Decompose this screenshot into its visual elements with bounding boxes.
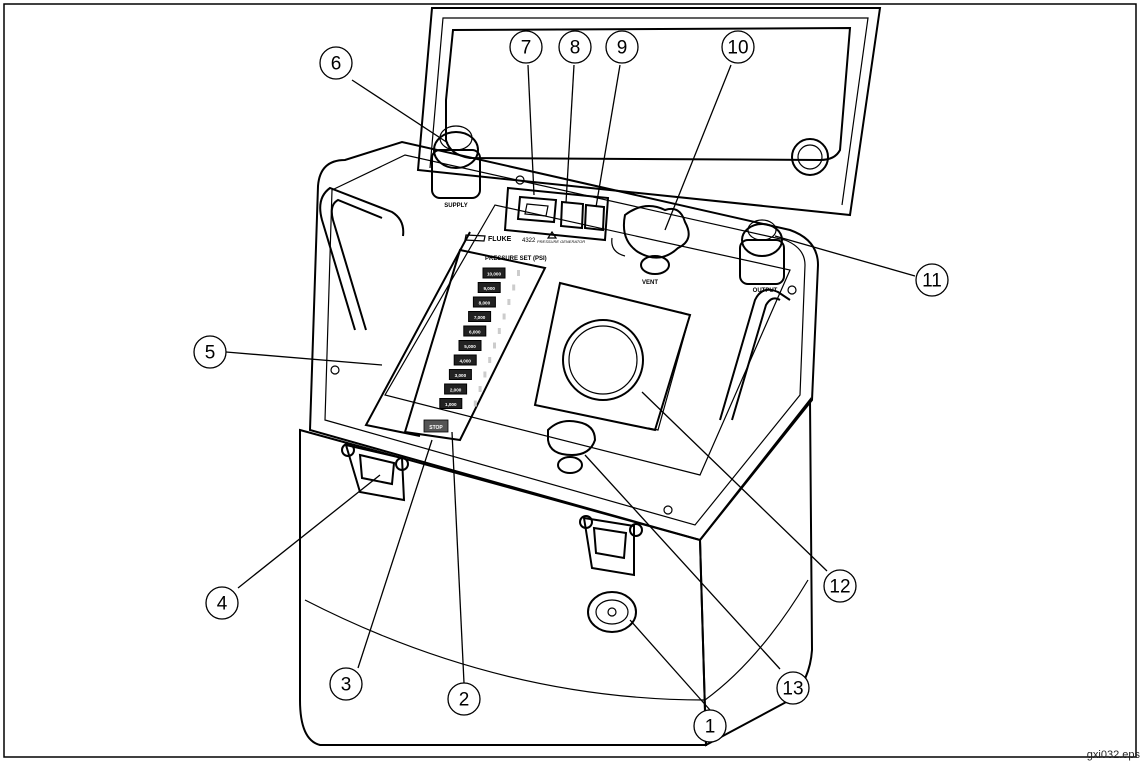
case-lid — [416, 7, 882, 217]
callout-number: 3 — [341, 675, 352, 696]
adjust-knob — [547, 420, 597, 474]
callout-number: 10 — [727, 38, 748, 59]
left-latch — [341, 443, 409, 502]
callout-number: 5 — [205, 343, 216, 364]
pressure-button[interactable]: 6,000 — [463, 325, 501, 337]
callout-number: 6 — [331, 54, 342, 75]
supply-port: SUPPLY — [431, 125, 481, 209]
pressure-button-label: 2,000 — [450, 388, 462, 393]
left-handle — [319, 186, 405, 331]
vent-valve-knob: VENT — [611, 205, 690, 286]
device-subtitle: PRESSURE GENERATOR — [537, 239, 585, 244]
pressure-led — [488, 357, 492, 363]
pressure-button[interactable]: 5,000 — [458, 340, 496, 351]
file-identifier: gxi032.eps — [1086, 749, 1140, 761]
stop-label: STOP — [429, 425, 443, 431]
leader-lines — [225, 64, 916, 711]
stop-button[interactable]: STOP — [423, 419, 449, 433]
callout-number: 8 — [570, 38, 581, 59]
pressure-keypad: PRESSURE SET (PSI) 10,000 9,000 8,000 7,000… — [403, 248, 547, 442]
drain-plug — [587, 591, 637, 633]
pressure-led — [512, 284, 516, 291]
switch-block — [503, 186, 610, 242]
model-number: 4322 — [522, 238, 536, 244]
callout-1: 1 — [693, 709, 727, 743]
callout-11: 11 — [915, 263, 949, 297]
pressure-button[interactable]: 4,000 — [453, 354, 492, 366]
pressure-button-label: 6,000 — [469, 330, 481, 335]
callout-6: 6 — [319, 46, 353, 80]
callout-number: 11 — [922, 271, 942, 292]
supply-label: SUPPLY — [444, 203, 467, 209]
pressure-button[interactable]: 8,000 — [472, 296, 511, 308]
right-handle — [719, 288, 791, 421]
pressure-led — [478, 386, 482, 392]
figure-border — [3, 3, 1137, 758]
vent-label: VENT — [642, 280, 658, 286]
pressure-button[interactable]: 2,000 — [444, 383, 482, 395]
callout-number: 2 — [459, 690, 470, 711]
callout-number: 12 — [829, 577, 850, 598]
pressure-button-label: 10,000 — [487, 272, 501, 277]
pressure-led — [473, 400, 477, 407]
brand-name: FLUKE — [488, 236, 512, 243]
pressure-led — [483, 371, 487, 378]
pressure-button-label: 8,000 — [479, 301, 491, 306]
callout-4: 4 — [205, 586, 239, 620]
callout-13: 13 — [776, 671, 810, 705]
pressure-button[interactable]: 3,000 — [448, 369, 487, 380]
pressure-button[interactable]: 10,000 — [482, 267, 520, 279]
output-port: OUTPUT — [739, 219, 785, 294]
callout-number: 13 — [782, 679, 803, 700]
callout-8: 8 — [558, 30, 592, 64]
callout-12: 12 — [823, 569, 857, 603]
cylinder-plate — [533, 281, 692, 432]
pressure-button-label: 4,000 — [459, 359, 471, 364]
right-latch — [579, 515, 643, 577]
callout-3: 3 — [329, 667, 363, 701]
pressure-button-label: 3,000 — [455, 373, 467, 378]
pressure-button[interactable]: 9,000 — [477, 282, 516, 293]
pressure-button[interactable]: 1,000 — [439, 398, 477, 409]
pressure-button-label: 9,000 — [483, 286, 495, 291]
pressure-button[interactable]: 7,000 — [468, 311, 506, 322]
top-panel — [308, 140, 820, 542]
callout-number: 7 — [521, 38, 532, 59]
callout-7: 7 — [509, 30, 543, 64]
pressure-led — [517, 270, 520, 276]
brand-strip: FLUKE 4322 PRESSURE GENERATOR — [464, 234, 585, 244]
callout-number: 4 — [217, 594, 228, 615]
pressure-led — [497, 328, 501, 334]
pressure-button-label: 1,000 — [445, 402, 457, 407]
callout-2: 2 — [447, 682, 481, 716]
callout-10: 10 — [721, 30, 755, 64]
callout-number: 1 — [705, 717, 716, 738]
pressure-led — [502, 313, 506, 320]
pressure-button-list: 10,000 9,000 8,000 7,000 6,000 5,000 4,000 3,00… — [439, 267, 520, 409]
callout-9: 9 — [605, 30, 639, 64]
callout-number: 9 — [617, 38, 628, 59]
pressure-led — [493, 342, 496, 349]
keypad-title: PRESSURE SET (PSI) — [485, 256, 547, 262]
pressure-button-label: 5,000 — [464, 344, 476, 349]
pressure-button-label: 7,000 — [474, 315, 486, 320]
keypad-frame — [364, 231, 471, 437]
output-label: OUTPUT — [753, 288, 778, 294]
callout-5: 5 — [193, 335, 227, 369]
pressure-led — [507, 299, 511, 305]
